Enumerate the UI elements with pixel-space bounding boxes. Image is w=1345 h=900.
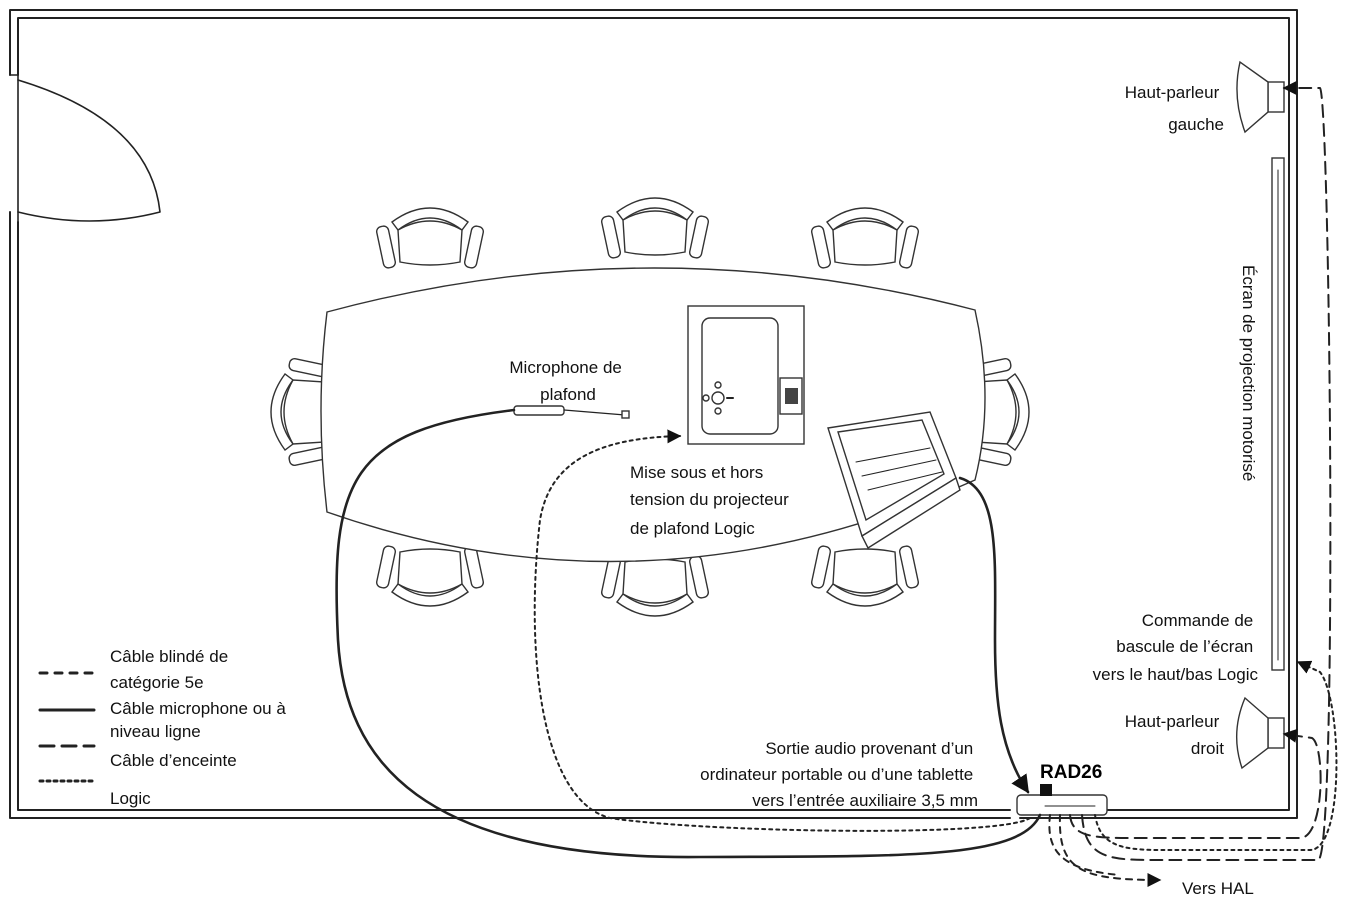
label-microphone: Microphone de plafond [509, 358, 626, 404]
legend: Câble blindé de catégorie 5e Câble micro… [38, 647, 291, 808]
label-projector-power: Mise sous et hors tension du projecteur … [630, 463, 794, 538]
chair [810, 545, 920, 607]
legend-label-cat5e: Câble blindé de catégorie 5e [110, 647, 233, 692]
label-rad26: RAD26 [1040, 762, 1102, 783]
label-audio-out: Sortie audio provenant d’un ordinateur p… [700, 739, 978, 810]
chairs [270, 197, 1030, 617]
label-speaker-left: Haut-parleur gauche [1125, 83, 1224, 134]
chair [600, 555, 710, 617]
chair [600, 197, 710, 259]
label-to-hal: Vers HAL [1182, 879, 1254, 898]
ceiling-projector [687, 305, 805, 445]
chair [375, 545, 485, 607]
cables [335, 81, 1338, 887]
chair [810, 207, 920, 269]
laptop-icon [827, 411, 961, 550]
speaker-right-icon [1235, 696, 1285, 770]
label-screen-control: Commande de bascule de l’écran vers le h… [1093, 611, 1259, 684]
legend-label-logic: Logic [110, 789, 151, 808]
legend-label-speaker: Câble d’enceinte [110, 751, 237, 770]
speaker-left-icon [1236, 60, 1285, 134]
chair [375, 207, 485, 269]
room-walls [9, 9, 1298, 819]
label-speaker-right: Haut-parleur droit [1125, 712, 1225, 758]
rad26-device [1016, 784, 1108, 816]
projection-screen [1271, 157, 1285, 671]
legend-label-mic-line: Câble microphone ou à niveau ligne [110, 699, 291, 741]
conference-table [320, 267, 986, 563]
label-projection-screen: Écran de projection motorisé [1239, 265, 1258, 481]
